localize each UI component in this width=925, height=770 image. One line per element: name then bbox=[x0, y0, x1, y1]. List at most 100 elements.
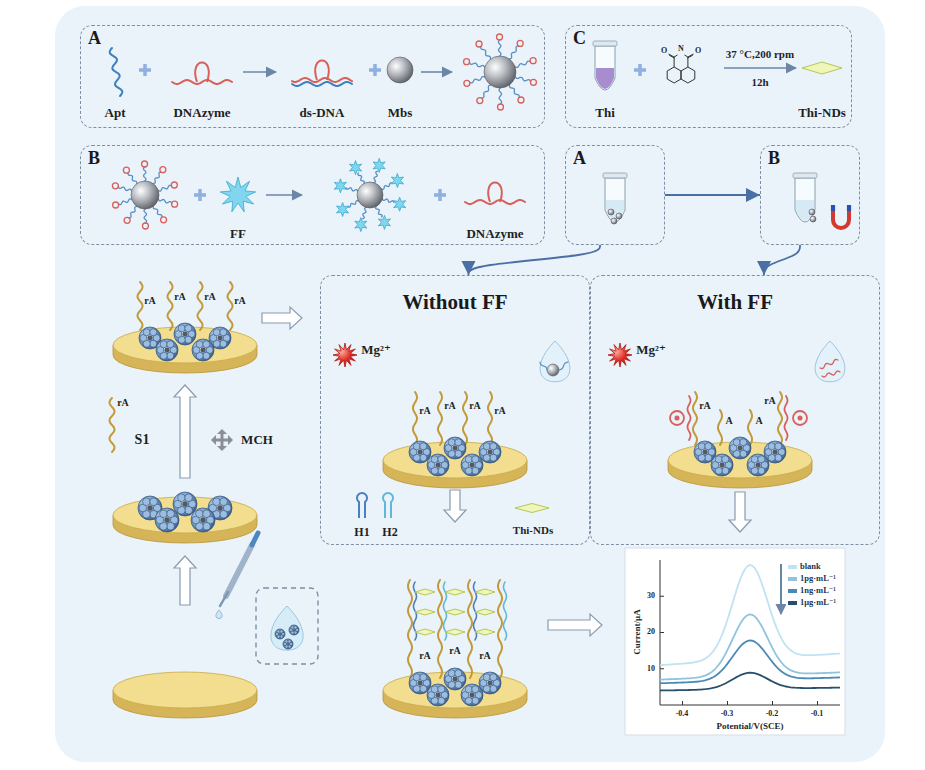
mof-cluster-core bbox=[200, 517, 205, 522]
thi-nanodisk bbox=[445, 629, 465, 635]
reaction-arrow bbox=[243, 71, 276, 73]
mof-cluster-core bbox=[703, 450, 708, 455]
tick-label: 20 bbox=[647, 628, 655, 637]
dnazyme-loop bbox=[464, 59, 470, 65]
dnazyme-loop bbox=[530, 58, 536, 64]
ff-molecule bbox=[220, 177, 255, 212]
mof-cluster bbox=[283, 639, 293, 649]
dna-strand bbox=[510, 85, 520, 98]
x-axis bbox=[660, 705, 840, 706]
legend-entry: 1μg·mL⁻¹ bbox=[786, 598, 838, 607]
mof-cluster-unit bbox=[203, 352, 210, 359]
magnetic-bead bbox=[608, 209, 614, 215]
mof-cluster-unit bbox=[758, 467, 765, 474]
dna-strand bbox=[718, 410, 722, 445]
mof-cluster-unit bbox=[185, 506, 193, 514]
legend-text: 1pg·mL⁻¹ bbox=[800, 573, 836, 583]
legend-swatch bbox=[788, 589, 797, 593]
mof-cluster-unit bbox=[167, 352, 174, 359]
mof-cluster-core bbox=[436, 463, 441, 468]
mof-cluster-unit bbox=[420, 454, 427, 461]
mof-cluster bbox=[156, 339, 178, 361]
dna-strand bbox=[540, 362, 547, 370]
dna-strand bbox=[348, 201, 359, 208]
mof-cluster-unit bbox=[143, 329, 150, 336]
reagent-name: Mbs bbox=[388, 106, 413, 120]
tick bbox=[727, 701, 728, 705]
dna-strand bbox=[158, 199, 171, 203]
mof-cluster-core bbox=[201, 348, 206, 353]
mof-cluster-unit bbox=[288, 640, 291, 643]
mof-cluster bbox=[461, 684, 483, 706]
dna-strand bbox=[374, 171, 378, 182]
dnazyme-loop bbox=[112, 183, 118, 189]
mof-cluster-unit bbox=[722, 467, 729, 474]
mof-cluster-unit bbox=[160, 341, 167, 348]
mof-cluster bbox=[275, 629, 285, 639]
pipette bbox=[226, 545, 252, 596]
dnazyme-loop bbox=[518, 97, 524, 103]
dna-strand bbox=[381, 183, 392, 190]
thi-nanodisk bbox=[415, 629, 435, 635]
dna-strand bbox=[559, 362, 568, 370]
mof-cluster-core bbox=[720, 463, 725, 468]
dnazyme-loop bbox=[160, 167, 166, 173]
thi-nanodisk bbox=[475, 589, 495, 595]
electrode-surface bbox=[668, 442, 812, 478]
bond bbox=[669, 55, 675, 58]
pipette-button bbox=[252, 533, 258, 545]
mof-cluster-unit bbox=[220, 510, 228, 518]
strand-label: rA bbox=[419, 405, 431, 416]
dna-strand bbox=[822, 371, 840, 377]
mof-cluster-unit bbox=[420, 685, 427, 692]
dnazyme-loop bbox=[488, 183, 502, 203]
mof-cluster-unit bbox=[698, 443, 705, 450]
mof-cluster bbox=[444, 668, 466, 690]
mof-cluster-unit bbox=[167, 522, 175, 530]
dna-strand bbox=[468, 580, 472, 678]
mof-cluster-unit bbox=[490, 454, 497, 461]
mof-cluster-core bbox=[279, 633, 281, 635]
dna-strand bbox=[346, 188, 357, 192]
reagent-name: Apt bbox=[105, 106, 126, 120]
mof-cluster-core bbox=[218, 336, 223, 341]
process-arrow bbox=[729, 492, 751, 532]
mg-ion bbox=[333, 343, 357, 367]
dnazyme-loop bbox=[172, 201, 178, 207]
dnazyme-loop bbox=[476, 41, 482, 47]
benzene-ring bbox=[681, 67, 695, 83]
reagent-name: Thi-NDs bbox=[513, 524, 553, 536]
strand-label: rA bbox=[469, 400, 481, 411]
strand-label: rA bbox=[144, 295, 156, 306]
strand-label: rA bbox=[449, 645, 461, 656]
mof-cluster-core bbox=[217, 505, 222, 510]
mof-cluster-unit bbox=[775, 443, 782, 450]
mof-cluster bbox=[191, 508, 215, 532]
mof-cluster-core bbox=[164, 517, 169, 522]
panel-letter: B bbox=[88, 148, 100, 169]
reaction-arrow bbox=[421, 71, 452, 73]
ff-molecule bbox=[337, 203, 349, 217]
mof-cluster-core bbox=[182, 501, 187, 506]
dna-strand bbox=[110, 48, 123, 96]
tube-contents bbox=[606, 200, 624, 221]
strand-label: rA bbox=[117, 397, 129, 408]
flow-arrow bbox=[469, 245, 601, 275]
mof-cluster-core bbox=[293, 629, 295, 631]
region-heading: Without FF bbox=[402, 290, 507, 314]
dna-strand bbox=[482, 85, 491, 98]
mof-cluster-core bbox=[183, 332, 188, 337]
condition-note: 37 °C,200 rpm bbox=[726, 48, 794, 60]
dnazyme-loop bbox=[477, 98, 483, 104]
mof-cluster-unit bbox=[438, 456, 445, 463]
magnetic-bead bbox=[616, 213, 622, 219]
mof-cluster-unit bbox=[413, 443, 420, 450]
target-name: FF bbox=[230, 227, 246, 241]
mof-cluster-unit bbox=[203, 510, 211, 518]
magnetic-bead bbox=[611, 218, 617, 224]
region-heading: With FF bbox=[697, 290, 773, 314]
mof-cluster-unit bbox=[455, 450, 462, 457]
electrode-surface bbox=[383, 442, 527, 478]
figure-ground bbox=[55, 6, 885, 762]
